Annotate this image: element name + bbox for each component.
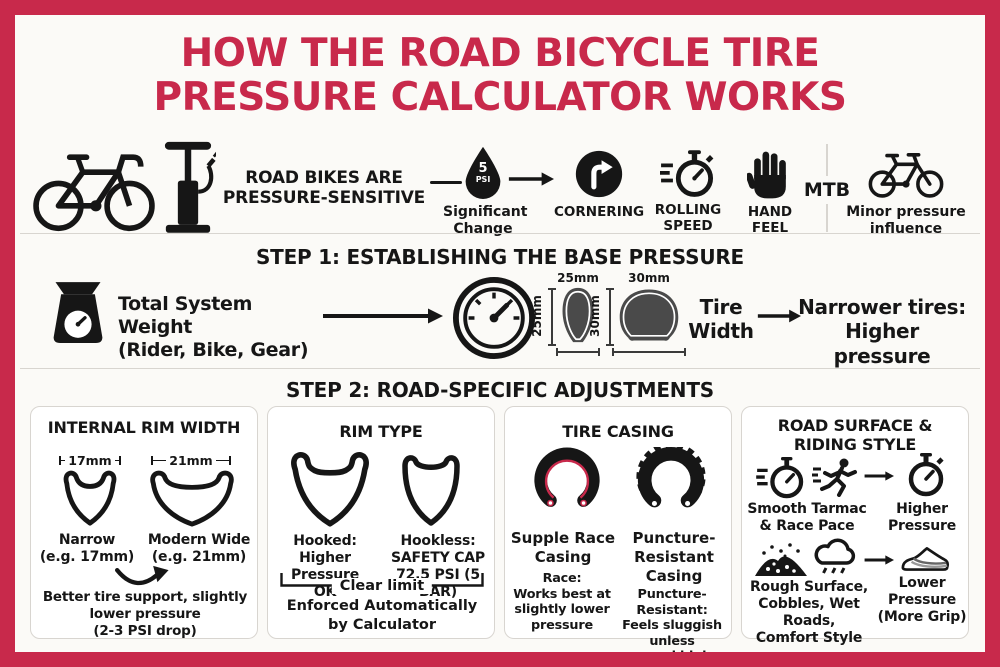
cornering-icon [575,150,623,198]
clear-limit-bracket: Clear limit [280,573,484,594]
tire-small-top-label: 25mm [557,271,599,285]
shoe-icon [900,543,950,573]
wide-rim-icon [145,469,239,527]
step1-result: Narrower tires:Higher pressure [798,295,966,368]
page-title: HOW THE ROAD BICYCLE TIRE PRESSURE CALCU… [0,31,1000,121]
factor-hand-feel-label: HAND FEEL [747,204,793,237]
tire-small-side-label: 25mm [530,295,544,337]
tire-small-cross-section [558,286,598,346]
card-road-surface: ROAD SURFACE &RIDING STYLE [741,406,969,646]
hooked-rim-icon [286,451,374,529]
road-bike-icon [32,146,156,232]
tire-large-height-measure [606,288,614,346]
title-line-2: PRESSURE CALCULATOR WORKS [153,75,847,121]
card1-title: INTERNAL RIM WIDTH [47,418,241,437]
scale-icon [48,280,108,346]
factor-cornering: CORNERING [554,150,644,220]
card3-title: TIRE CASING [562,422,674,441]
tire-large-width-measure [612,348,686,356]
arrow-width-to-result [757,308,801,324]
arrow-right-icon [508,171,554,187]
narrow-rim-measure: 17mm [49,453,131,468]
adjustment-cards: INTERNAL RIM WIDTH 17mm 21mm [30,406,969,664]
arrow-rough-icon [864,553,894,567]
curved-arrow-icon [111,565,173,589]
rough-surface-label: Rough Surface,Cobbles, Wet Roads,Comfort… [749,579,869,647]
hookless-rim-icon [398,454,464,528]
arrow-smooth-icon [864,469,894,483]
tire-large-cross-section [615,286,683,346]
clear-limit-label: Clear limit [331,578,433,594]
gravel-icon [754,541,808,577]
card-internal-rim-width: INTERNAL RIM WIDTH 17mm 21mm [30,406,258,639]
floor-pump-icon [160,140,216,236]
title-line-1: HOW THE ROAD BICYCLE TIRE [180,31,820,76]
section-divider-2 [20,368,980,369]
narrow-rim-label: Narrow(e.g. 17mm) [39,532,135,566]
wide-rim-label: Modern Wide(e.g. 21mm) [147,532,251,566]
hand-feel-icon [747,150,793,200]
factor-hand-feel: HAND FEEL [728,150,812,236]
factor-cornering-label: CORNERING [554,204,645,220]
race-pace-stopwatch-icon [756,457,806,499]
smooth-tarmac-label: Smooth Tarmac& Race Pace [747,501,867,535]
runner-icon [812,457,858,497]
pressure-gauge-icon [452,276,536,360]
psi-drop-unit: PSI [475,175,491,184]
narrow-rim-icon [59,469,121,527]
connector-dash [430,181,462,184]
step2-heading: STEP 2: ROAD-SPECIFIC ADJUSTMENTS [286,378,714,402]
psi-drop-icon: 5 PSI [461,145,505,199]
card4-title: ROAD SURFACE &RIDING STYLE [777,416,933,454]
rain-cloud-icon [812,537,856,575]
section-divider-1 [20,233,980,234]
psi-drop-value: 5 [478,161,488,176]
higher-pressure-stopwatch-icon [906,453,946,497]
puncture-casing-note: Puncture-Resistant:Feels sluggish unless… [618,587,726,665]
tire-large-top-label: 30mm [628,271,670,285]
puncture-casing-icon [631,447,711,523]
step1-heading: STEP 1: ESTABLISHING THE BASE PRESSURE [255,245,745,269]
tire-small-height-measure [548,288,556,346]
wide-rim-measure: 21mm [139,453,243,468]
rolling-speed-icon [660,150,716,198]
mtb-bike-icon [868,148,944,198]
tire-large-side-label: 30mm [588,295,602,337]
mtb-label: MTB [799,176,855,204]
arrow-weight-to-gauge [322,308,444,324]
supple-casing-icon [527,447,607,523]
tire-small-width-measure [556,348,600,356]
weight-label: Total System Weight(Rider, Bike, Gear) [118,293,309,362]
card2-title: RIM TYPE [339,422,423,441]
